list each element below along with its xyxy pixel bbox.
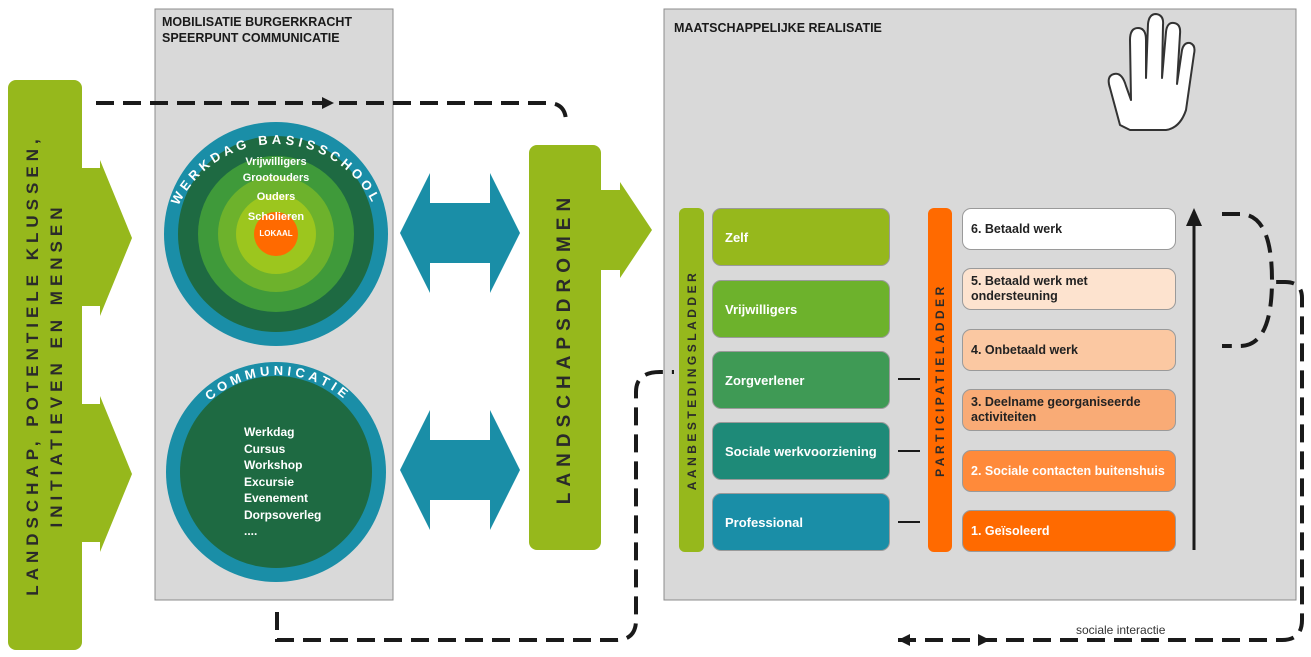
double-arrow-bottom — [400, 410, 520, 530]
realisatie-title: MAATSCHAPPELIJKE REALISATIE — [674, 21, 882, 35]
center-label-lokaal: LOKAAL — [259, 229, 293, 238]
ladder-connectors — [898, 378, 920, 523]
participatie-item-1: 1. Geïsoleerd — [962, 510, 1176, 552]
list-item: Werkdag — [244, 425, 295, 439]
participatieladder-label: PARTICIPATIELADDER — [933, 283, 947, 477]
sociale-interactie-label: sociale interactie — [1076, 623, 1166, 637]
aanbestedingsladder-bar: AANBESTEDINGSLADDER — [679, 208, 704, 552]
participatie-item-6: 6. Betaald werk — [962, 208, 1176, 250]
aanbestedingsladder-label: AANBESTEDINGSLADDER — [684, 269, 699, 491]
list-item: Workshop — [244, 458, 303, 472]
mobilisatie-title-line1: MOBILISATIE BURGERKRACHT — [162, 15, 353, 29]
landschapsdromen-arrow — [529, 145, 652, 550]
dashed-connectors — [96, 101, 1304, 642]
left-arrow-line2: INITIATIEVEN EN MENSEN — [47, 202, 66, 528]
aanbesteding-item-zorgverlener: Zorgverlener — [712, 351, 890, 409]
participatie-item-5: 5. Betaald werk met ondersteuning — [962, 268, 1176, 310]
mobilisatie-title: MOBILISATIE BURGERKRACHT SPEERPUNT COMMU… — [162, 14, 352, 46]
arrowhead-bottom-right — [978, 634, 990, 646]
aanbesteding-item-vrijwilligers: Vrijwilligers — [712, 280, 890, 338]
mobilisatie-title-line2: SPEERPUNT COMMUNICATIE — [162, 31, 340, 45]
list-item: .... — [244, 524, 258, 538]
left-arrow-line1: LANDSCHAP, POTENTIELE KLUSSEN, — [23, 134, 42, 596]
list-item: Evenement — [244, 491, 309, 505]
list-item: Cursus — [244, 441, 286, 456]
arrowhead-top — [322, 97, 334, 109]
communicatie-circle — [166, 362, 386, 582]
up-arrow — [1186, 208, 1202, 550]
communicatie-list: Werkdag Cursus Workshop Excursie Eveneme… — [244, 424, 321, 540]
landschapsdromen-label: LANDSCHAPSDROMEN — [554, 191, 575, 505]
ring-label-ouders: Ouders — [256, 191, 296, 203]
ring-label-vrijwilligers: Vrijwilligers — [245, 156, 307, 168]
left-input-arrow — [8, 80, 132, 650]
ring-label-grootouders: Grootouders — [242, 172, 310, 184]
participatie-item-3: 3. Deelname georganiseerde activiteiten — [962, 389, 1176, 431]
aanbesteding-item-professional: Professional — [712, 493, 890, 551]
werkdag-circle — [164, 122, 388, 346]
participatie-item-4: 4. Onbetaald werk — [962, 329, 1176, 371]
list-item: Dorpsoverleg — [244, 507, 322, 522]
participatie-item-2: 2. Sociale contacten buitenshuis — [962, 450, 1176, 492]
list-item: Excursie — [244, 474, 295, 489]
aanbesteding-item-zelf: Zelf — [712, 208, 890, 266]
left-arrow-label: LANDSCHAP, POTENTIELE KLUSSEN, INITIATIE… — [21, 134, 69, 595]
hand-icon — [1107, 13, 1196, 131]
participatieladder-bar: PARTICIPATIELADDER — [928, 208, 952, 552]
arrowhead-bottom-left — [898, 634, 910, 646]
aanbesteding-item-sociale-werkvoorziening: Sociale werkvoorziening — [712, 422, 890, 480]
double-arrow-top — [400, 173, 520, 293]
ring-label-scholieren: Scholieren — [247, 211, 305, 223]
